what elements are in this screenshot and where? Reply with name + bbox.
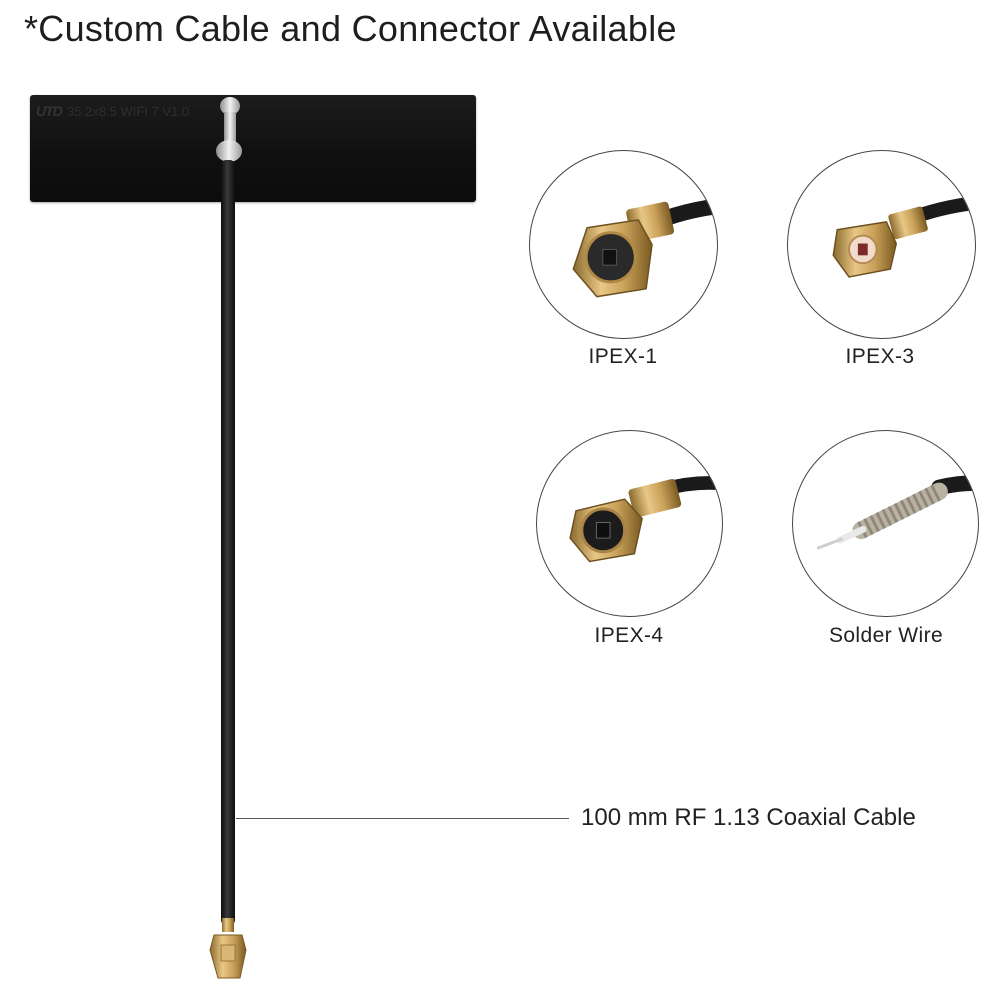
solder-wire-icon xyxy=(816,475,978,550)
cable-callout-line xyxy=(236,818,569,819)
ipex-3-label: IPEX-3 xyxy=(845,345,915,368)
coaxial-cable xyxy=(221,160,235,925)
ipex-4-option xyxy=(536,430,723,617)
cable-label: 100 mm RF 1.13 Coaxial Cable xyxy=(581,804,916,831)
solder-wire-label: Solder Wire xyxy=(828,624,944,647)
page-headline: *Custom Cable and Connector Available xyxy=(24,8,677,49)
ipex-1-connector-icon xyxy=(572,198,717,298)
solder-wire-option xyxy=(792,430,979,617)
antenna-logo: UTD xyxy=(36,103,63,119)
ipex-1-label: IPEX-1 xyxy=(588,345,658,368)
ipex-4-label: IPEX-4 xyxy=(594,624,664,647)
ipex-4-connector-icon xyxy=(569,476,722,563)
antenna-marking: 35.2x8.5 WIFI 7 V1.0 xyxy=(67,104,190,119)
ipex-3-connector-icon xyxy=(832,196,975,278)
bottom-connector-icon xyxy=(209,918,247,979)
ipex-3-option xyxy=(787,150,976,339)
ipex-1-option xyxy=(529,150,718,339)
antenna-panel: UTD 35.2x8.5 WIFI 7 V1.0 xyxy=(30,95,476,202)
feed-solder-joint xyxy=(216,97,242,162)
